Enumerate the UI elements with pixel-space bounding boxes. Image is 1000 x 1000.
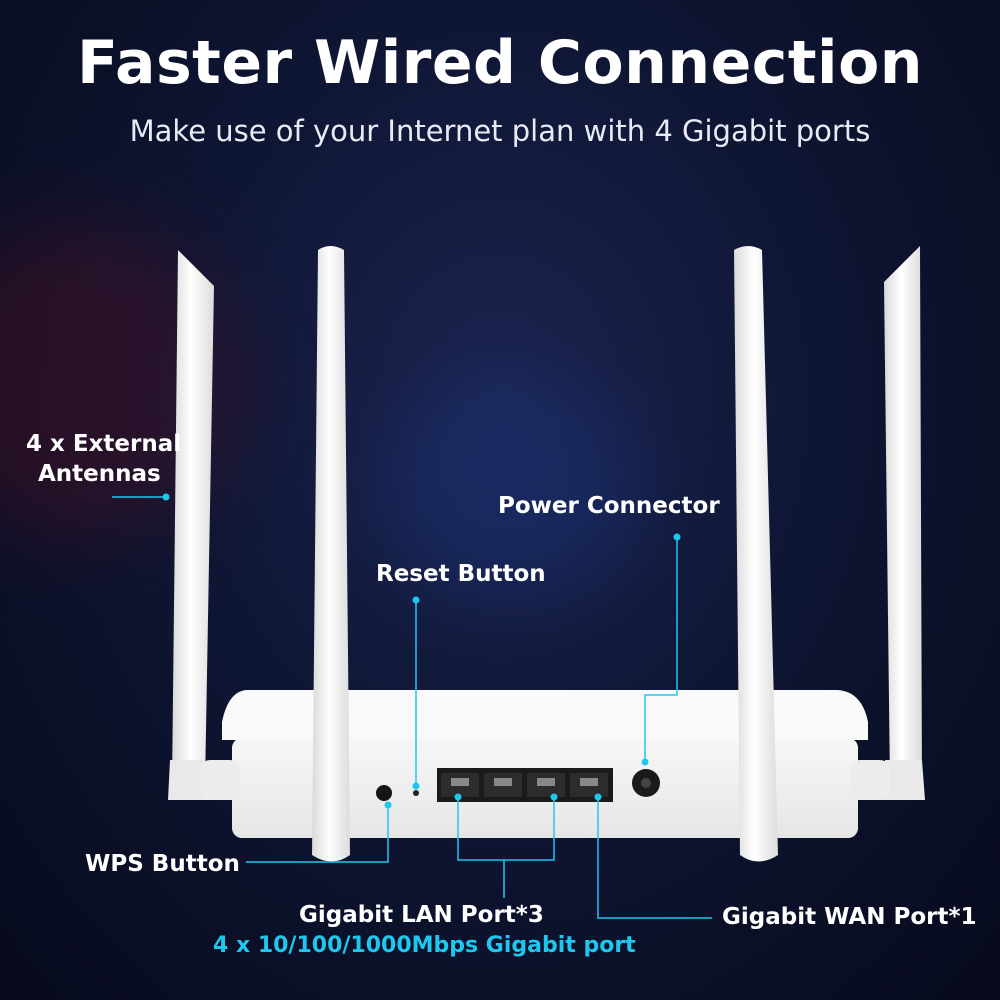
page-title: Faster Wired Connection	[76, 28, 924, 98]
wps-button-label: WPS Button	[85, 851, 240, 877]
antenna-left	[312, 246, 350, 862]
antenna-right	[734, 246, 778, 862]
antenna-far-left	[168, 250, 214, 800]
router-body	[200, 690, 890, 838]
wps-button-hardware	[376, 785, 392, 801]
callout-dots	[162, 493, 681, 809]
lan-port-label: Gigabit LAN Port*3	[299, 902, 544, 928]
lan-port-detail-label: 4 x 10/100/1000Mbps Gigabit port	[213, 933, 636, 958]
antennas-label: 4 x External	[26, 431, 182, 457]
page-subtitle: Make use of your Internet plan with 4 Gi…	[129, 114, 871, 148]
reset-button-label: Reset Button	[376, 561, 546, 587]
background-glow-center	[380, 380, 640, 600]
wan-port-label: Gigabit WAN Port*1	[722, 904, 977, 930]
callout-lines	[112, 496, 712, 919]
power-connector-label: Power Connector	[498, 493, 720, 519]
power-jack	[632, 769, 660, 797]
antennas-label-line2: Antennas	[38, 461, 161, 487]
port-panel	[437, 768, 613, 802]
antenna-far-right	[882, 246, 925, 800]
reset-pinhole	[413, 790, 419, 796]
